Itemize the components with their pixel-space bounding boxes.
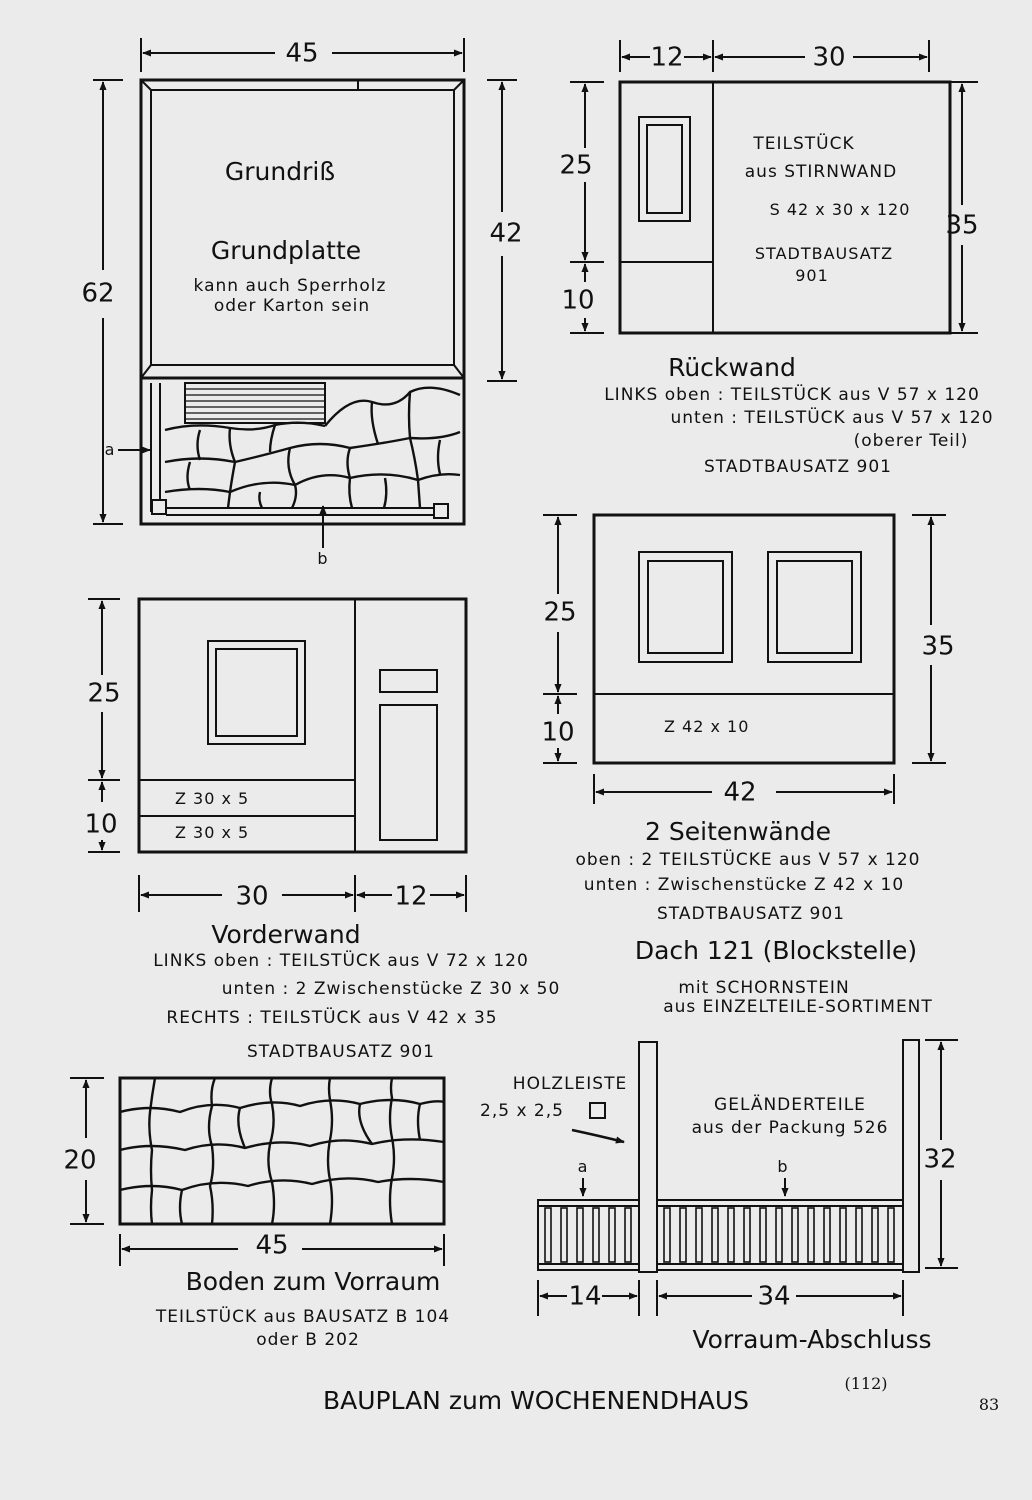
vorderwand-dim-upper: 25 <box>87 679 120 709</box>
rueckwand-box-line4: STADTBAUSATZ <box>755 244 893 263</box>
vorderwand-dim-lower: 10 <box>84 810 117 840</box>
grundriss-dimensions <box>93 38 517 548</box>
grundriss-subtitle: Grundplatte <box>211 236 361 265</box>
figure-number: (112) <box>844 1374 887 1393</box>
vorraum-dim-left: 14 <box>568 1282 601 1312</box>
vorderwand-strip1: Z 30 x 5 <box>175 789 249 808</box>
rueckwand-line3: (oberer Teil) <box>854 431 969 451</box>
vorraum-dim-height: 32 <box>923 1145 956 1175</box>
plan-title: BAUPLAN zum WOCHENENDHAUS <box>323 1386 749 1415</box>
rueckwand-box-line1: TEILSTÜCK <box>752 132 854 154</box>
vorraum-gelaender-line1: GELÄNDERTEILE <box>714 1094 866 1115</box>
grundriss-dim-height: 62 <box>81 279 114 309</box>
grundriss-marker-a: a <box>105 440 116 459</box>
rueckwand-dimensions <box>570 40 978 334</box>
dach-title: Dach 121 (Blockstelle) <box>635 936 917 965</box>
vorderwand-drawing <box>137 597 468 854</box>
rueckwand-title: Rückwand <box>668 353 796 382</box>
vorraum-labels: HOLZLEISTE 2,5 x 2,5 GELÄNDERTEILE aus d… <box>480 1074 957 1354</box>
rueckwand-line1: LINKS oben : TEILSTÜCK aus V 57 x 120 <box>604 383 980 405</box>
seitenwaende-strip: Z 42 x 10 <box>664 717 749 736</box>
boden-line1: TEILSTÜCK aus BAUSATZ B 104 <box>155 1305 450 1327</box>
seitenwaende-line2: unten : Zwischenstücke Z 42 x 10 <box>584 875 904 895</box>
vorraum-holz-line2: 2,5 x 2,5 <box>480 1101 564 1121</box>
grundriss-dim-inner: 42 <box>489 219 522 249</box>
vorderwand-line2: unten : 2 Zwischenstücke Z 30 x 50 <box>222 979 561 999</box>
vorraum-marker-a: a <box>578 1157 589 1176</box>
vorraum-title: Vorraum-Abschluss <box>693 1325 932 1354</box>
vorraum-drawing <box>537 1039 920 1273</box>
rueckwand-line4: STADTBAUSATZ 901 <box>704 457 892 477</box>
vorraum-dim-right: 34 <box>757 1282 790 1312</box>
seitenwaende-dim-upper: 25 <box>543 598 576 628</box>
rueckwand-box-line3: S 42 x 30 x 120 <box>770 200 911 219</box>
rueckwand-drawing <box>618 80 952 335</box>
boden-dimensions <box>70 1077 445 1266</box>
boden-dim-height: 20 <box>63 1146 96 1176</box>
vorraum-marker-b: b <box>777 1157 788 1176</box>
dach-line1: mit SCHORNSTEIN <box>678 978 849 998</box>
grundriss-note-line2: oder Karton sein <box>214 296 370 316</box>
rueckwand-dim-right: 30 <box>812 43 845 73</box>
page-number: 83 <box>979 1395 999 1414</box>
grundriss-dim-width: 45 <box>285 39 318 69</box>
rueckwand-dim-height: 35 <box>945 211 978 241</box>
vorderwand-labels: 25 10 30 12 Z 30 x 5 Z 30 x 5 Vorderwand… <box>84 679 561 1063</box>
seitenwaende-dim-height: 35 <box>921 632 954 662</box>
rueckwand-box-line5: 901 <box>795 266 829 285</box>
grundriss-note-line1: kann auch Sperrholz <box>194 276 387 296</box>
vorraum-dimensions <box>537 1039 958 1316</box>
page-footer: BAUPLAN zum WOCHENENDHAUS (112) 83 <box>323 1374 999 1415</box>
vorderwand-line1: LINKS oben : TEILSTÜCK aus V 72 x 120 <box>153 949 529 971</box>
rueckwand-dim-left: 12 <box>650 43 683 73</box>
seitenwaende-dim-lower: 10 <box>541 718 574 748</box>
vorraum-gelaender-line2: aus der Packung 526 <box>692 1118 889 1138</box>
seitenwaende-dimensions <box>543 514 946 804</box>
grundriss-drawing <box>139 78 466 526</box>
seitenwaende-title: 2 Seitenwände <box>645 817 831 846</box>
seitenwaende-drawing <box>592 513 896 765</box>
vorderwand-title: Vorderwand <box>211 920 360 949</box>
grundriss-marker-b: b <box>317 549 328 568</box>
grundriss-labels: 45 62 42 Grundriß Grundplatte kann auch … <box>81 39 522 569</box>
dach-line2: aus EINZELTEILE-SORTIMENT <box>663 997 933 1017</box>
boden-drawing <box>118 1076 446 1226</box>
boden-title: Boden zum Vorraum <box>186 1267 441 1296</box>
rueckwand-box-line2: aus STIRNWAND <box>745 162 898 182</box>
seitenwaende-line3: STADTBAUSATZ 901 <box>657 904 845 924</box>
vorderwand-dim-right: 12 <box>394 882 427 912</box>
grundriss-title: Grundriß <box>225 157 335 186</box>
rueckwand-line2: unten : TEILSTÜCK aus V 57 x 120 <box>670 406 993 428</box>
rueckwand-labels: 12 30 25 10 35 TEILSTÜCK aus STIRNWAND S… <box>559 43 993 478</box>
seitenwaende-line1: oben : 2 TEILSTÜCKE aus V 57 x 120 <box>575 848 920 870</box>
seitenwaende-dim-width: 42 <box>723 778 756 808</box>
vorderwand-dimensions <box>88 598 467 912</box>
seitenwaende-labels: 25 10 35 42 Z 42 x 10 2 Seitenwände oben… <box>541 598 954 925</box>
boden-line2: oder B 202 <box>256 1330 360 1350</box>
boden-dim-width: 45 <box>255 1231 288 1261</box>
rueckwand-dim-lower: 10 <box>561 286 594 316</box>
dach-labels: Dach 121 (Blockstelle) mit SCHORNSTEIN a… <box>635 936 933 1017</box>
vorderwand-strip2: Z 30 x 5 <box>175 823 249 842</box>
rueckwand-dim-upper: 25 <box>559 151 592 181</box>
vorderwand-line4: STADTBAUSATZ 901 <box>247 1042 435 1062</box>
vorraum-holz-line1: HOLZLEISTE <box>513 1074 627 1094</box>
boden-labels: 20 45 Boden zum Vorraum TEILSTÜCK aus BA… <box>63 1146 450 1351</box>
vorderwand-dim-left: 30 <box>235 882 268 912</box>
vorderwand-line3: RECHTS : TEILSTÜCK aus V 42 x 35 <box>166 1006 497 1028</box>
